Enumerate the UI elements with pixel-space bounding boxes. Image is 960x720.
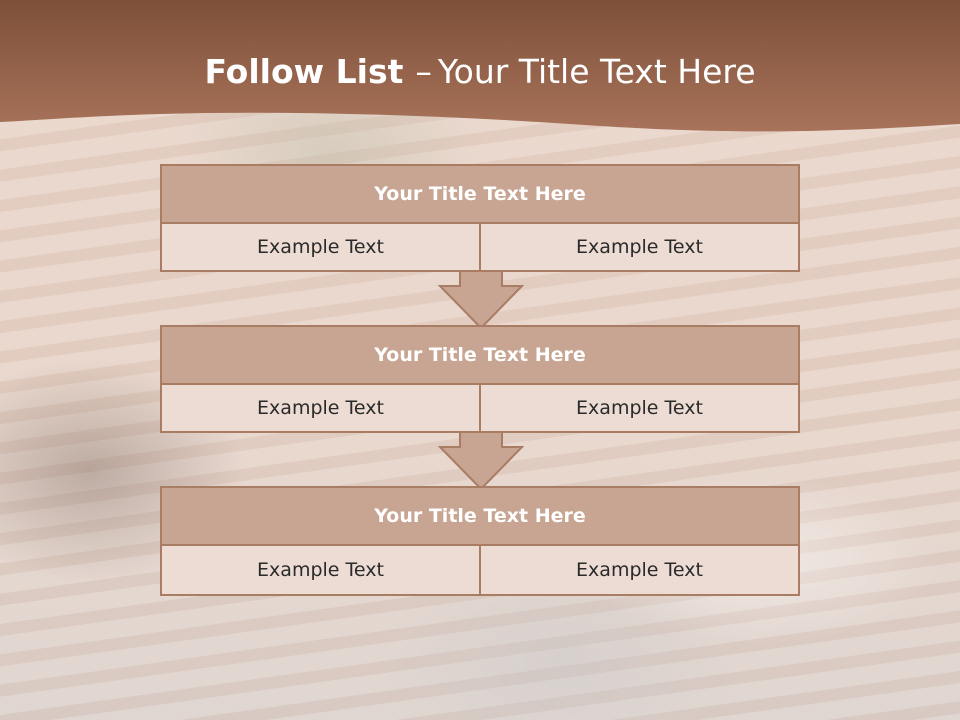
step-row-2: Example Text Example Text	[162, 385, 798, 431]
step-box-3: Your Title Text Here Example Text Exampl…	[160, 486, 800, 596]
step-1-left-text: Example Text	[162, 224, 479, 270]
step-row-1: Example Text Example Text	[162, 224, 798, 270]
step-title-3: Your Title Text Here	[162, 488, 798, 546]
down-arrow-2	[438, 431, 524, 491]
step-3-left-text: Example Text	[162, 546, 479, 594]
slide-title-separator: –	[415, 52, 432, 91]
header-band	[0, 0, 960, 132]
step-title-1: Your Title Text Here	[162, 166, 798, 224]
slide-title-rest: Your Title Text Here	[437, 52, 756, 91]
step-row-3: Example Text Example Text	[162, 546, 798, 594]
down-arrow-1	[438, 270, 524, 330]
step-title-2: Your Title Text Here	[162, 327, 798, 385]
step-box-1: Your Title Text Here Example Text Exampl…	[160, 164, 800, 272]
step-1-right-text: Example Text	[479, 224, 798, 270]
step-2-left-text: Example Text	[162, 385, 479, 431]
step-2-right-text: Example Text	[479, 385, 798, 431]
step-box-2: Your Title Text Here Example Text Exampl…	[160, 325, 800, 433]
slide-title: Follow List–Your Title Text Here	[0, 52, 960, 91]
slide-title-bold: Follow List	[204, 52, 404, 91]
step-3-right-text: Example Text	[479, 546, 798, 594]
